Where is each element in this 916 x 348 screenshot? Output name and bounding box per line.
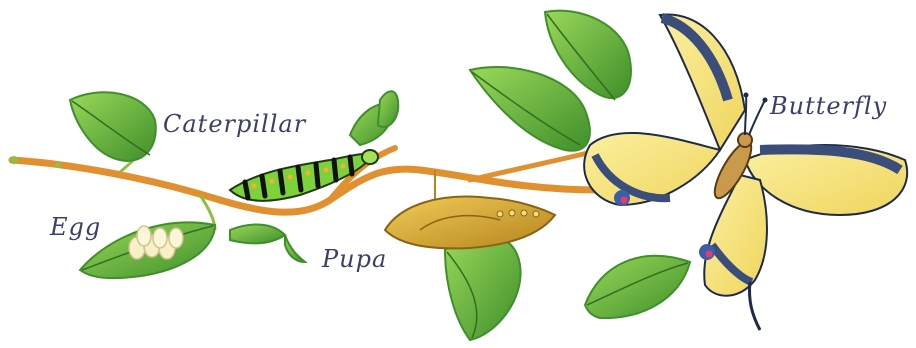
egg-label: Egg: [50, 213, 101, 241]
butterfly-label: Butterfly: [770, 92, 887, 120]
caterpillar-label: Caterpillar: [163, 110, 306, 138]
pupa-label: Pupa: [322, 245, 387, 273]
